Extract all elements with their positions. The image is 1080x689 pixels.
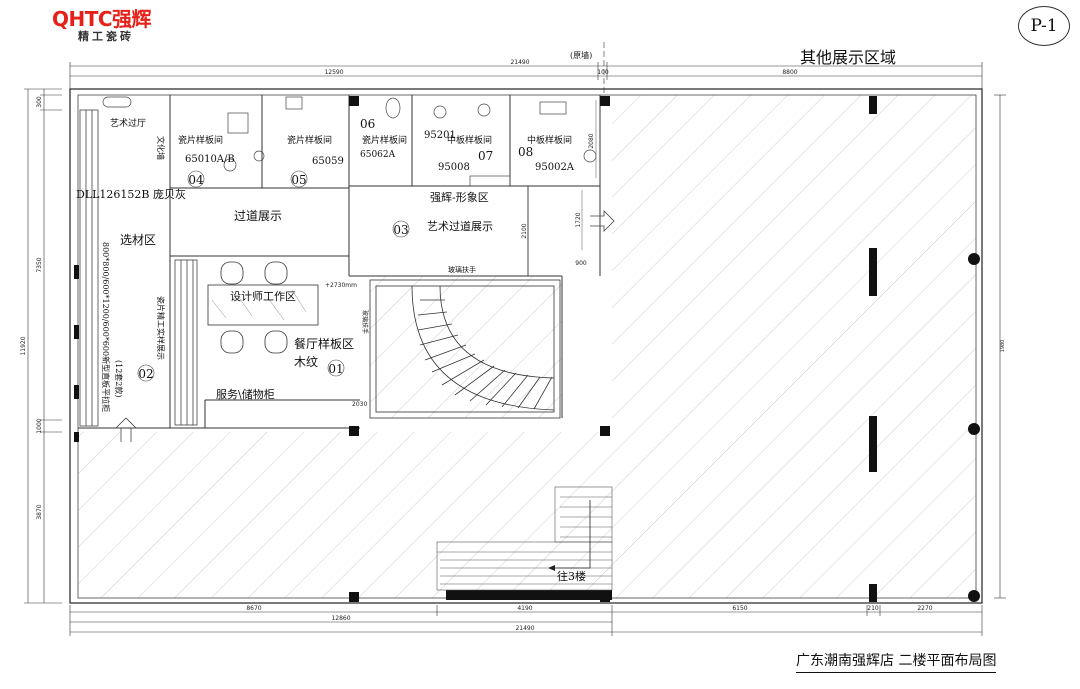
hatch-bottom-area	[78, 432, 612, 598]
label-code-95002a: 95002A	[535, 162, 575, 173]
stair-to-3f	[436, 486, 613, 591]
left-shelving	[79, 109, 198, 427]
label-mid-room-08: 中板样板间	[527, 134, 572, 146]
dim-room-900: 900	[575, 260, 587, 267]
label-num-06: 06	[360, 117, 375, 131]
workstation-marble	[211, 289, 307, 321]
badge-04	[187, 170, 205, 188]
label-designer-zone: 设计师工作区	[230, 290, 296, 303]
badge-05	[290, 170, 308, 188]
right-dimensions	[994, 94, 1006, 599]
brand-tagline: 精工瓷砖	[78, 30, 134, 43]
dim-bottom-b: 4190	[517, 605, 532, 612]
label-num-01: 01	[328, 362, 343, 376]
label-dining-zone: 餐厅样板区	[294, 336, 354, 351]
label-num-05: 05	[291, 173, 306, 187]
dim-room-2100: 2100	[521, 223, 528, 238]
other-display-area: 其他展示区域	[800, 48, 896, 67]
label-code-05: 65059	[312, 156, 344, 167]
dim-stair-2030: 2030	[352, 401, 367, 408]
label-num-02: 02	[138, 367, 153, 381]
label-tile-room-c: 瓷片样板间	[362, 134, 407, 146]
dim-top-total: 21490	[510, 59, 529, 66]
label-tile-room-b: 瓷片样板间	[287, 134, 332, 146]
dimension-refs	[527, 100, 597, 276]
dim-room-1720: 1720	[575, 212, 582, 227]
label-sku-line: DLL126152B 庞贝灰	[76, 187, 186, 201]
label-mid-room-07: 中板样板间	[447, 134, 492, 146]
badge-01	[327, 359, 345, 377]
label-num-04: 04	[188, 173, 204, 187]
label-num-03: 03	[393, 223, 408, 237]
dim-bottom-d: 210	[867, 605, 879, 612]
label-art-corridor-small: 艺术过厅	[110, 117, 146, 129]
label-glass-rail: 玻璃扶手	[448, 265, 476, 274]
bath-fixtures	[102, 96, 597, 187]
brand-name: QHTC强辉	[52, 7, 152, 31]
spiral-staircase	[369, 279, 561, 419]
dim-right-total: 1980	[1000, 340, 1006, 353]
dim-top-left: 12590	[324, 69, 343, 76]
label-to-3f: 往3楼	[557, 569, 586, 583]
top-dimensions	[69, 42, 983, 100]
stair-base-wall	[446, 590, 612, 600]
label-selection-zone: 选材区	[120, 233, 156, 247]
dim-room-2080: 2080	[588, 133, 595, 148]
wall-markers-left	[74, 265, 79, 442]
dim-bottom-sub: 12860	[331, 615, 350, 622]
label-wood: 木纹	[294, 355, 318, 369]
dim-left-300: 300	[36, 96, 43, 108]
drawing-title: 广东潮南强辉店 二楼平面布局图	[796, 650, 997, 673]
dim-stair-height: +2730mm	[325, 282, 357, 289]
dim-left-total: 11920	[20, 336, 27, 355]
label-num-08: 08	[518, 145, 533, 159]
badge-03	[392, 220, 410, 238]
dim-top-right: 8800	[782, 69, 797, 76]
page-number: P-1	[1018, 6, 1070, 46]
dim-left-3870: 3870	[36, 504, 43, 519]
original-wall-label: (原墙)	[570, 50, 592, 60]
label-num-07: 07	[478, 149, 493, 163]
dim-bottom-e: 2270	[917, 605, 932, 612]
dim-bottom-c: 6150	[732, 605, 747, 612]
hatch-stair-area	[370, 276, 562, 418]
label-code-06: 65062A	[360, 150, 396, 160]
outer-wall	[69, 88, 983, 604]
badge-02	[137, 364, 155, 382]
label-sample-shelf: 瓷片精工实样展示	[156, 296, 166, 360]
dim-left-1000: 1000	[36, 418, 43, 433]
label-image-zone: 强辉-形象区	[430, 191, 489, 204]
hatch-right-area	[612, 95, 976, 598]
dim-top-gap: 100	[597, 69, 609, 76]
label-service-cabinet: 服务\储物柜	[216, 387, 275, 401]
direction-arrows	[115, 210, 615, 442]
label-vertical-rack-count: (12套2款)	[114, 360, 124, 398]
left-dimensions	[24, 88, 62, 604]
label-code-95201: 95201	[424, 130, 456, 141]
label-culture-wall: 文化墙	[156, 136, 166, 160]
label-art-corridor-display: 艺术过道展示	[427, 219, 493, 233]
label-corridor-display: 过道展示	[234, 209, 282, 223]
designer-workstation	[207, 261, 319, 354]
label-vertical-rack: 800*800/600*1200/600*600新型直板平拉柜	[101, 242, 111, 412]
label-tile-room-a: 瓷片样板间	[178, 134, 223, 146]
brand-logo: QHTC强辉 精工瓷砖	[52, 7, 152, 44]
bottom-dimensions	[69, 605, 983, 636]
label-handrail: 玻璃扶手	[361, 310, 369, 334]
dim-bottom-total: 21490	[515, 625, 534, 632]
label-code-04: 65010A/B	[185, 154, 235, 165]
label-code-95008: 95008	[438, 162, 470, 173]
dim-left-7350: 7350	[36, 257, 43, 272]
column-dots	[968, 253, 980, 602]
dim-bottom-a: 8670	[246, 605, 261, 612]
